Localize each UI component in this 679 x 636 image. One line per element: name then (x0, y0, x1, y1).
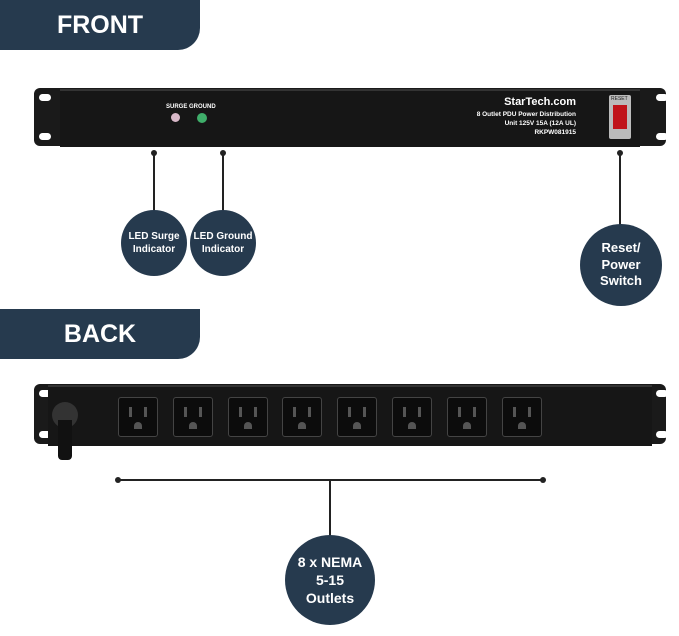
switch-label: RESET (611, 96, 628, 102)
ground-led-icon (197, 113, 207, 123)
model-number: RKPW081915 (534, 129, 576, 136)
surge-label: SURGE (166, 104, 188, 110)
nema-outlet (446, 397, 487, 437)
ground-label: GROUND (189, 104, 216, 110)
product-description-2: Unit 125V 15A (12A UL) (504, 120, 576, 127)
surge-led-icon (171, 113, 180, 122)
nema-outlet (172, 397, 213, 437)
callout-led-ground: LED Ground Indicator (190, 210, 256, 276)
nema-outlet (227, 397, 268, 437)
brand-logo: StarTech.com (504, 96, 576, 108)
switch-rocker (613, 105, 627, 129)
back-banner: BACK (0, 309, 200, 359)
nema-outlet (501, 397, 542, 437)
reset-power-switch[interactable]: RESET (609, 95, 631, 139)
product-description-1: 8 Outlet PDU Power Distribution (476, 111, 576, 118)
nema-outlet (392, 397, 432, 437)
nema-outlet (282, 397, 323, 437)
power-cord (58, 420, 72, 460)
callout-reset-switch: Reset/ Power Switch (580, 224, 662, 306)
nema-outlet (118, 397, 158, 437)
nema-outlet (337, 397, 378, 437)
callout-outlets: 8 x NEMA 5-15 Outlets (285, 535, 375, 625)
front-banner: FRONT (0, 0, 200, 50)
callout-led-surge: LED Surge Indicator (121, 210, 187, 276)
